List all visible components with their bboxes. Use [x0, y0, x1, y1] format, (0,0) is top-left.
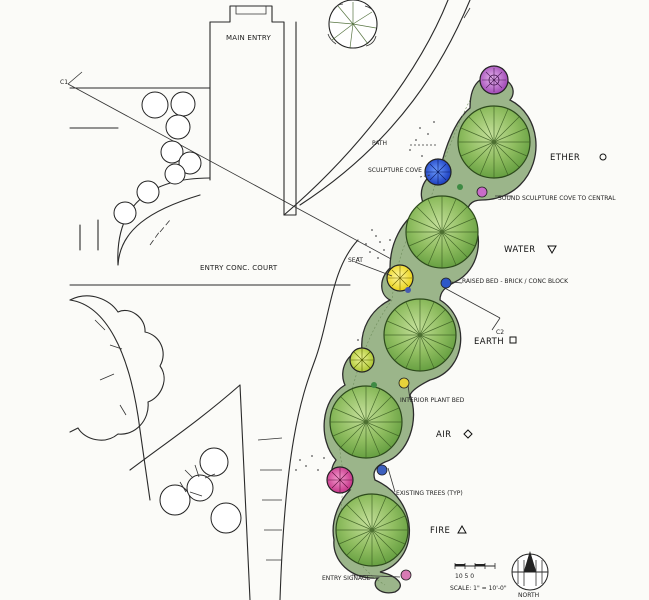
scale-text: SCALE: 1" = 10'-0" [450, 585, 507, 592]
existing-shrubs [113, 91, 242, 534]
raised-bed-label: RAISED BED - BRICK / CONC BLOCK [462, 278, 569, 285]
entry-court: ENTRY CONC. COURT [117, 194, 278, 272]
tree-ether [457, 105, 531, 179]
existing-tree-top [327, 0, 378, 49]
water-symbol [547, 245, 557, 255]
sculpture-cove-label: SCULPTURE COVE [368, 167, 422, 174]
air-symbol [463, 429, 473, 439]
tree-fire [335, 493, 409, 567]
canopy-trees [329, 105, 531, 567]
north-label: NORTH [518, 592, 539, 599]
main-entry-building: MAIN ENTRY [209, 5, 297, 216]
north-arrow-icon [523, 550, 537, 573]
fire-label: FIRE [430, 526, 450, 536]
path-label: PATH [372, 140, 387, 147]
leader-lines [351, 144, 512, 578]
plan-labels: PATH SCULPTURE COVE SOUND SCULPTURE COVE… [322, 140, 616, 582]
scale-numbers: 10 5 0 [455, 573, 474, 580]
existing-trees-label: EXISTING TREES (TYP) [396, 490, 463, 497]
entry-signage-label: ENTRY SIGNAGE [322, 575, 371, 582]
water-label: WATER [504, 245, 536, 255]
purple-sculpture [479, 65, 509, 95]
main-entry-label: MAIN ENTRY [226, 34, 272, 42]
blue-sculpture [424, 158, 452, 186]
yellowgreen-sculpture [349, 347, 375, 373]
upper-walkway [283, 0, 471, 216]
seat-label: SEAT [348, 257, 363, 264]
interior-bed-label: INTERIOR PLANT BED [400, 397, 465, 404]
existing-tree-canopy [69, 295, 165, 441]
section-c1-label: C1 [60, 79, 68, 86]
magenta-sculpture [326, 466, 354, 494]
lower-walkway [129, 239, 359, 600]
sound-sculpture-label: SOUND SCULPTURE COVE TO CENTRAL [498, 195, 616, 202]
entry-court-label: ENTRY CONC. COURT [200, 264, 278, 272]
section-c2-label: C2 [496, 329, 504, 336]
small-accents [371, 184, 488, 581]
scale-bar: 10 5 0 SCALE: 1" = 10'-0" [450, 563, 507, 592]
yellow-sculpture [386, 264, 414, 292]
ether-symbol [599, 153, 607, 161]
ether-label: ETHER [550, 153, 580, 163]
air-label: AIR [436, 430, 451, 440]
north-arrow: NORTH [511, 550, 549, 599]
fire-symbol [457, 524, 467, 534]
tree-earth [383, 298, 457, 372]
earth-label: EARTH [474, 337, 504, 347]
tree-water [405, 195, 479, 269]
tree-air [329, 385, 403, 459]
sculpture-accents [326, 65, 509, 581]
earth-symbol [509, 336, 517, 344]
